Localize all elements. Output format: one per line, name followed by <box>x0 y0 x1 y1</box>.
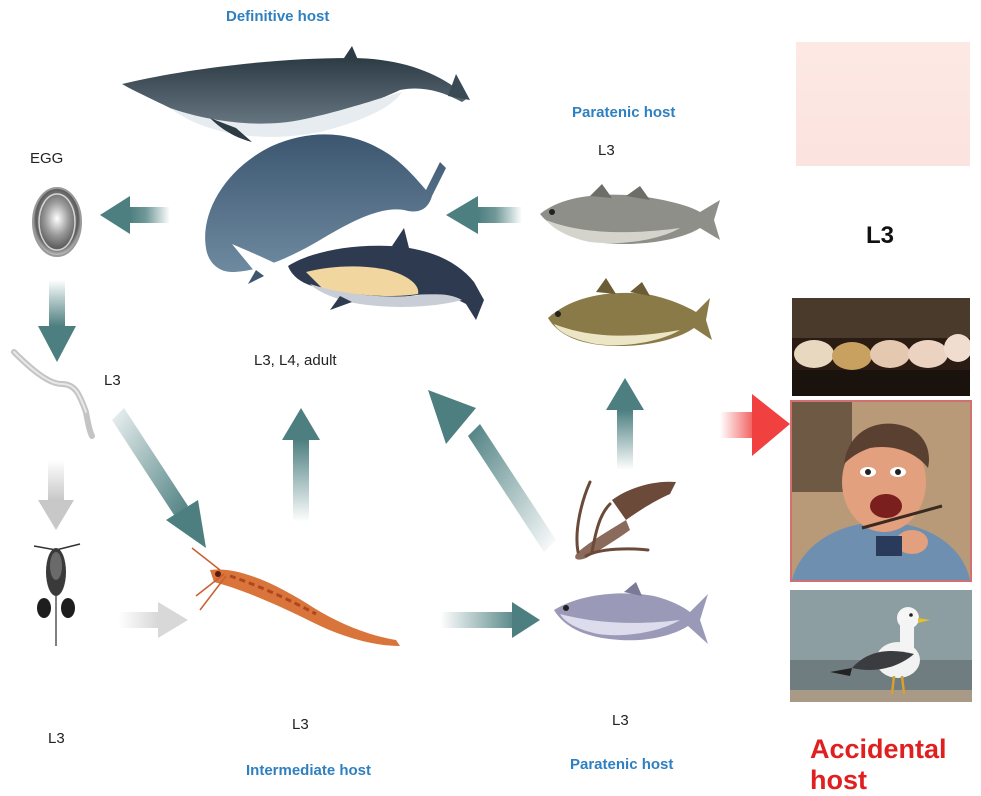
larva-worm-icon <box>14 352 92 436</box>
dolphin-icon <box>288 228 484 320</box>
arrow-krill-to-whales <box>282 408 320 522</box>
arrow-to-accidental-host <box>720 394 790 456</box>
sushi-photo <box>792 298 970 396</box>
sushi-icon <box>792 298 970 396</box>
seagull-icon <box>790 590 972 702</box>
man-eating-photo <box>790 400 972 582</box>
man-eating-icon <box>792 402 970 580</box>
squid-icon <box>575 482 676 560</box>
arrow-larva-to-krill <box>112 408 206 548</box>
arrow-krill-to-herring <box>440 602 540 638</box>
copepod-icon <box>34 544 80 646</box>
herring-icon <box>554 582 708 644</box>
krill-icon <box>192 548 400 646</box>
egg-icon <box>33 188 81 256</box>
arrow-larva-to-copepod <box>38 460 74 530</box>
arrow-egg-to-larva <box>38 280 76 362</box>
arrow-fish-to-whales <box>446 196 522 234</box>
pollock-icon <box>548 278 712 346</box>
arrow-copepod-to-krill <box>118 602 188 638</box>
arrow-squid-to-fish <box>606 378 644 470</box>
arrow-squid-to-whales <box>428 390 556 552</box>
cod-icon <box>540 184 720 244</box>
arrow-whales-to-egg <box>100 196 170 234</box>
minke-whale-icon <box>122 46 470 142</box>
seagull-photo <box>790 590 972 702</box>
